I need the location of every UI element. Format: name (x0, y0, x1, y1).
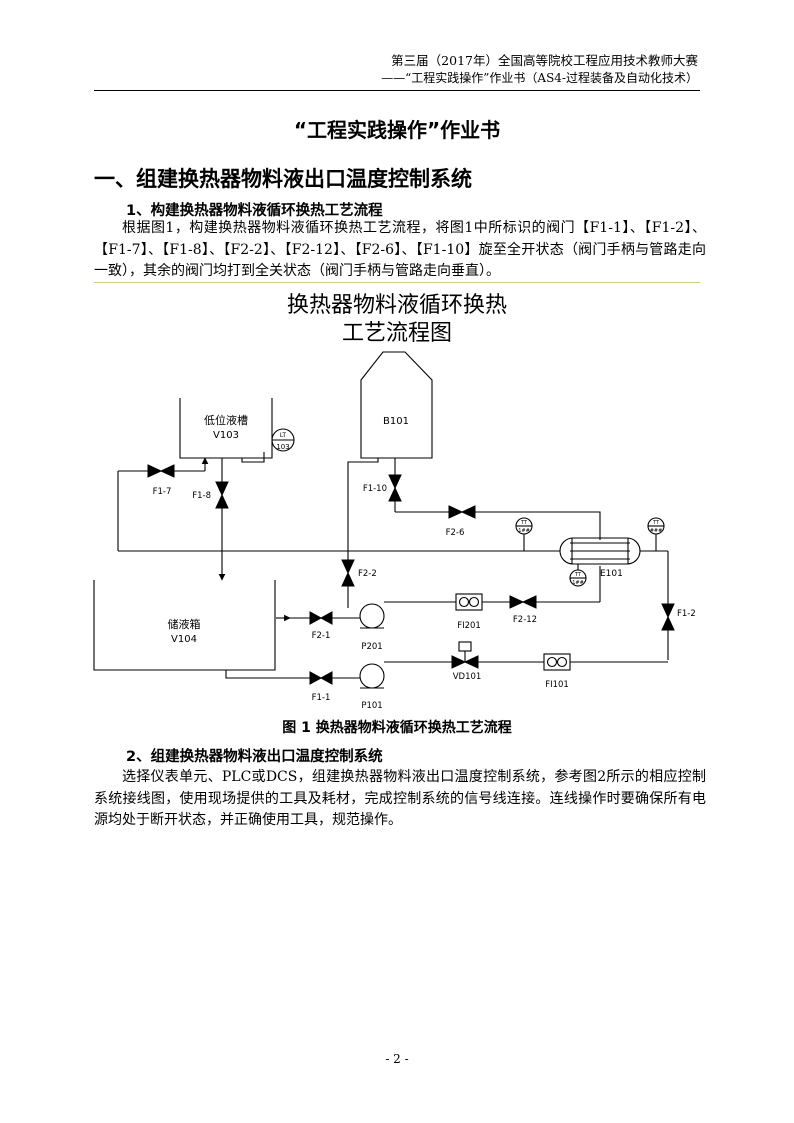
valve-f2-1-icon (309, 611, 333, 625)
valve-f1-1-label: F1-1 (312, 693, 331, 703)
flowmeter-fi201-body (455, 593, 483, 611)
valve-f1-7-label: F1-7 (153, 487, 172, 497)
valve-f1-1-icon (309, 671, 333, 685)
document-title: “工程实践操作”作业书 (293, 118, 501, 142)
temp-e101-top: TT (520, 520, 528, 526)
header-rule (94, 90, 700, 91)
valve-f2-12-label: F2-12 (513, 615, 537, 625)
valve-f1-7-icon (147, 464, 175, 478)
valve-vd101-icon (451, 655, 479, 669)
storage-tank-tag: V104 (171, 634, 197, 645)
valve-f1-8-label: F1-8 (192, 491, 211, 501)
flowmeter-fi201-tag: FI201 (457, 621, 481, 631)
valve-f1-10-icon (388, 474, 402, 502)
figure-caption: 图 1 换热器物料液循环换热工艺流程 (282, 720, 512, 736)
low-tank-label: 低位液槽 (204, 413, 248, 427)
section-title: 一、组建换热器物料液出口温度控制系统 (94, 167, 472, 191)
valve-f2-6-icon (448, 505, 476, 519)
subsection-2-title: 2、组建换热器物料液出口温度控制系统 (126, 749, 383, 765)
valve-f1-8-icon (215, 481, 229, 509)
temp-e101-bottom: 1## (518, 528, 530, 534)
temp-right-top: TT (652, 520, 660, 526)
valve-f2-12-icon (509, 595, 537, 609)
figure-title-line-1: 换热器物料液循环换热 (286, 293, 507, 318)
valve-f1-2-label: F1-2 (677, 609, 696, 619)
low-tank-tag: V103 (213, 430, 239, 441)
storage-tank-vessel (93, 580, 276, 671)
valve-f2-2-icon (341, 559, 355, 587)
flowmeter-fi101-body (543, 653, 571, 671)
temp-low-bottom: 1## (572, 580, 584, 586)
header-line-2: ——“工程实践操作”作业书（AS4-过程装备及自动化技术） (381, 71, 698, 85)
valve-f1-2-icon (661, 603, 675, 631)
subsection-1-paragraph: 根据图1，构建换热器物料液循环换热工艺流程，将图1中所标识的阀门【F1-1】、【… (94, 220, 706, 279)
high-tank-tag: B101 (383, 416, 409, 427)
valve-f2-6-label: F2-6 (446, 528, 465, 538)
valve-f2-1-label: F2-1 (312, 631, 331, 641)
valve-f2-2-label: F2-2 (358, 569, 377, 579)
subsection-1-title: 1、构建换热器物料液循环换热工艺流程 (126, 203, 383, 219)
flowmeter-fi101-tag: FI101 (545, 680, 569, 690)
high-tank-vessel (360, 351, 433, 459)
temp-right-bottom: ### (650, 528, 663, 534)
temp-low-top: TT (574, 572, 582, 578)
heat-exchanger-tag: E101 (600, 569, 623, 579)
figure-title-line-2: 工艺流程图 (341, 321, 452, 346)
pump-p201-body (359, 603, 385, 629)
page-number: - 2 - (385, 1052, 409, 1066)
subsection-2-paragraph: 选择仪表单元、PLC或DCS，组建换热器物料液出口温度控制系统，参考图2所示的相… (94, 769, 706, 828)
level-transmitter-bottom: 103 (276, 443, 289, 451)
level-transmitter-top: LT (280, 432, 287, 439)
pump-p201-tag: P201 (361, 642, 382, 652)
paragraph-separator (94, 282, 700, 283)
low-tank-vessel (179, 398, 273, 459)
storage-tank-label: 储液箱 (168, 617, 201, 631)
pump-p101-body (359, 663, 385, 689)
control-valve-tag: VD101 (453, 672, 482, 682)
valve-f1-10-label: F1-10 (363, 484, 387, 494)
header-line-1: 第三届（2017年）全国高等院校工程应用技术教师大赛 (391, 53, 698, 68)
pump-p101-tag: P101 (361, 701, 382, 711)
